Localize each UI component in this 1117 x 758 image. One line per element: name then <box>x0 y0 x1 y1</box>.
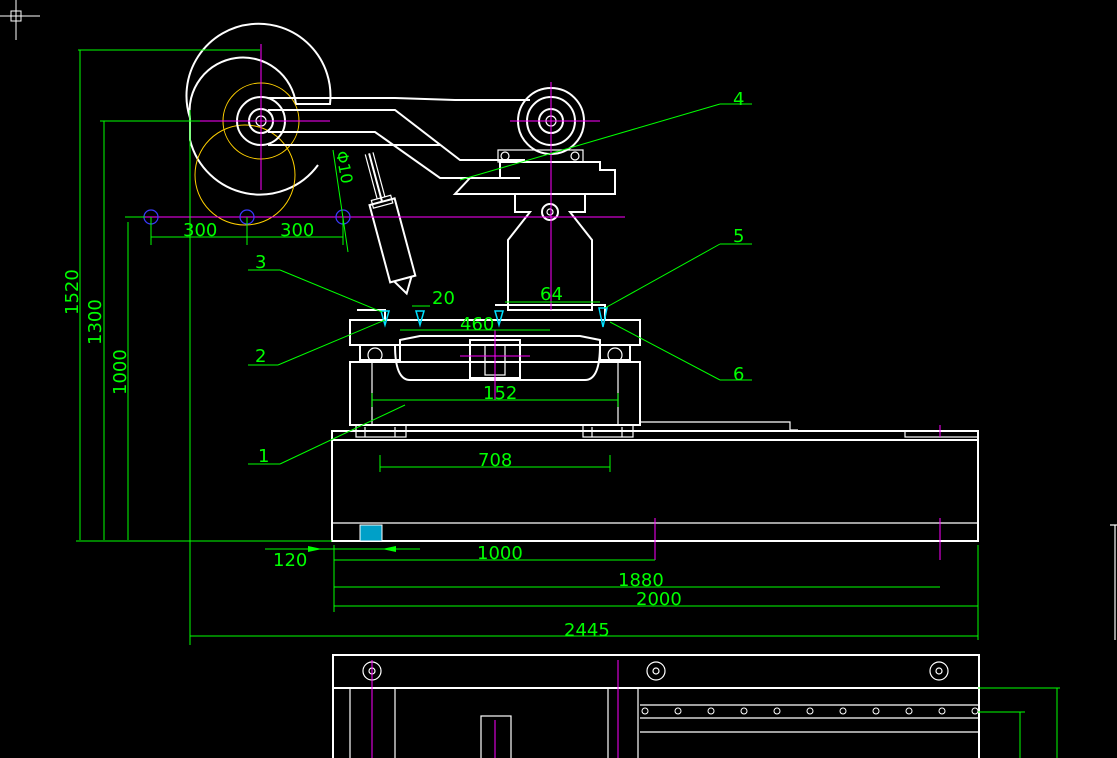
bolt-hole <box>707 707 715 715</box>
slide-table <box>349 304 798 438</box>
callout-3: 3 <box>255 252 266 273</box>
carriage-bracket <box>497 149 584 163</box>
bolt-hole <box>905 707 913 715</box>
dim-120: 120 <box>273 550 307 571</box>
large-wheel-outline <box>185 22 332 119</box>
foot-pad <box>359 524 383 542</box>
dim-1880: 1880 <box>618 570 664 591</box>
large-wheel-lower-arc <box>189 118 319 196</box>
lower-frame <box>332 654 980 758</box>
part-callouts: 1 2 3 4 5 6 <box>248 89 752 467</box>
callout-2: 2 <box>255 346 266 367</box>
dim-300-right: 300 <box>280 220 314 241</box>
dim-diameter-10: Φ10 <box>332 149 356 185</box>
bolt-hole <box>806 707 814 715</box>
bolt-hole <box>872 707 880 715</box>
arm-lower-edge <box>268 131 520 179</box>
carriage-plate <box>452 161 616 195</box>
dim-300-left: 300 <box>183 220 217 241</box>
dim-64: 64 <box>540 284 563 305</box>
bolt-hole <box>938 707 946 715</box>
centerlines <box>140 44 941 758</box>
dimension-labels: 1520 1300 1000 300 300 Φ10 20 64 460 152… <box>62 149 682 641</box>
dim-152: 152 <box>483 383 517 404</box>
pivot-circle <box>541 203 559 221</box>
dim-1300: 1300 <box>85 299 106 345</box>
dim-708: 708 <box>478 450 512 471</box>
arm-top-edge <box>268 97 530 101</box>
bolt-hole <box>839 707 847 715</box>
clamp-parts <box>380 307 608 328</box>
dim-2000: 2000 <box>636 589 682 610</box>
dim-20: 20 <box>432 288 455 309</box>
pneumatic-cylinder <box>364 152 417 296</box>
callout-4: 4 <box>733 89 744 110</box>
top-plate <box>349 319 641 346</box>
arm-inner-edge <box>268 109 525 161</box>
dim-2445: 2445 <box>564 620 610 641</box>
dim-1520: 1520 <box>62 269 83 315</box>
callout-6: 6 <box>733 364 744 385</box>
bolt-hole <box>674 707 682 715</box>
bolt-hole <box>740 707 748 715</box>
lower-view <box>332 524 1117 758</box>
crosshair-cursor-icon <box>0 0 40 40</box>
pedestal <box>507 194 593 311</box>
dim-460: 460 <box>460 314 494 335</box>
lower-carriage <box>349 361 641 426</box>
dimension-lines <box>76 49 1060 758</box>
callout-1: 1 <box>258 446 269 467</box>
bolt-hole <box>641 707 649 715</box>
bolt-hole <box>971 707 979 715</box>
dim-1000-horizontal: 1000 <box>477 543 523 564</box>
dim-1000-vertical: 1000 <box>110 349 131 395</box>
wheel-circle <box>194 124 296 226</box>
bolt-hole <box>773 707 781 715</box>
rail-channel <box>394 344 601 381</box>
callout-5: 5 <box>733 226 744 247</box>
